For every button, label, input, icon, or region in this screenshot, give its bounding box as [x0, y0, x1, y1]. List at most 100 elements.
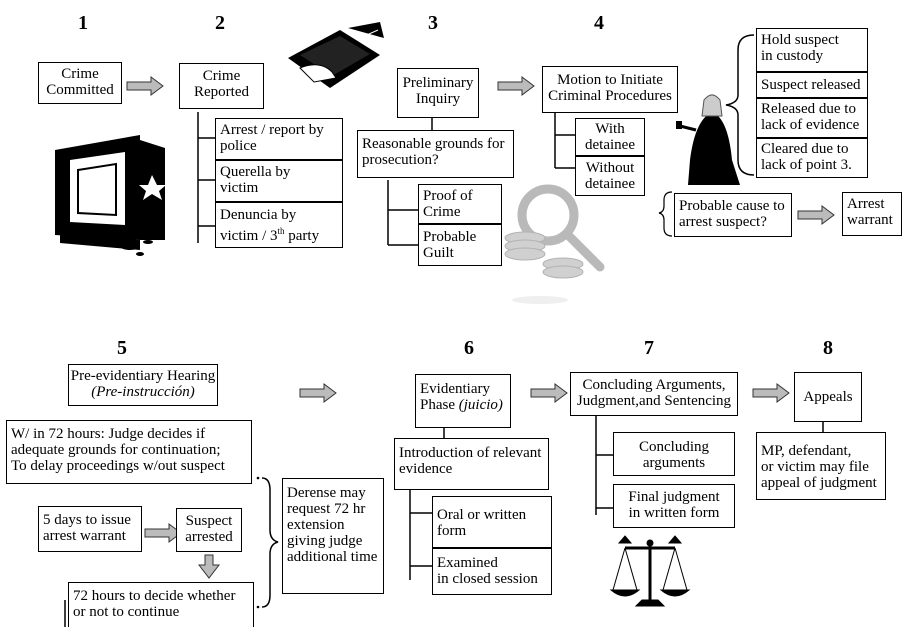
decide-continue-line1: 72 hours to decide whether — [73, 588, 236, 604]
flow-arrow-6-7 — [530, 383, 568, 403]
option-probable-guilt: Probable Guilt — [418, 224, 502, 266]
issue-warrant-line2: arrest warrant — [43, 528, 126, 544]
pre-evidentiary-line1: Pre-evidentiary Hearing — [70, 368, 216, 384]
option-without-line2: detainee — [585, 176, 635, 192]
probable-cause-box: Probable cause to arrest suspect? — [674, 193, 792, 237]
option-arrest-line1: Arrest / report by — [220, 122, 324, 138]
crime-committed-line1: Crime — [61, 66, 99, 82]
option-with-line2: detainee — [585, 137, 635, 153]
defense-line2: request 72 hr — [287, 501, 366, 517]
option-without-detainee: Without detainee — [575, 156, 645, 196]
option-guilt-line1: Probable — [423, 229, 477, 245]
flow-arrow-1-2 — [126, 76, 164, 96]
outcome-evidence-line2: lack of evidence — [761, 117, 860, 133]
outcome-cleared: Cleared due to lack of point 3. — [756, 138, 868, 178]
outcome-released-evidence: Released due to lack of evidence — [756, 98, 868, 138]
step-number-1: 1 — [78, 12, 88, 34]
flow-arrow-5-6 — [299, 383, 337, 403]
motion-initiate-line1: Motion to Initiate — [557, 72, 663, 88]
step-number-3: 3 — [428, 12, 438, 34]
option-arrest-report: Arrest / report by police — [215, 118, 343, 160]
step-number-4: 4 — [594, 12, 604, 34]
option-final-judgment: Final judgment in written form — [613, 484, 735, 528]
option-denuncia-line1: Denuncia by — [220, 207, 297, 223]
outcome-hold-line1: Hold suspect — [761, 32, 839, 48]
option-closed-session: Examined in closed session — [432, 548, 552, 595]
rule-line2: adequate grounds for continuation; — [11, 442, 221, 458]
scales-of-justice-icon — [609, 535, 691, 607]
decide-continue-box: 72 hours to decide whether or not to con… — [68, 582, 254, 627]
option-concluding-line2: arguments — [642, 455, 706, 471]
judge-icon — [676, 94, 740, 185]
broken-safe-icon — [55, 135, 166, 256]
outcome-evidence-line1: Released due to — [761, 101, 856, 117]
suspect-arrested-line1: Suspect — [185, 513, 233, 529]
option-concluding-arguments: Concluding arguments — [613, 432, 735, 476]
outcome-suspect-released: Suspect released — [756, 72, 868, 98]
option-querella: Querella by victim — [215, 160, 343, 202]
option-concluding-line1: Concluding — [639, 439, 709, 455]
decide-continue-line2: or not to continue — [73, 604, 180, 620]
option-proof-of-crime: Proof of Crime — [418, 184, 502, 224]
suspect-arrested-box: Suspect arrested — [176, 508, 242, 552]
option-closed-line2: in closed session — [437, 571, 538, 587]
step-number-8: 8 — [823, 337, 833, 359]
option-guilt-line2: Guilt — [423, 245, 454, 261]
option-final-line1: Final judgment — [628, 489, 720, 505]
option-oral-written: Oral or written form — [432, 496, 552, 548]
pre-evidentiary-hearing-box: Pre-evidentiary Hearing (Pre-instrucción… — [68, 364, 218, 406]
appeals-label: Appeals — [803, 389, 853, 405]
option-querella-line1: Querella by — [220, 164, 291, 180]
seventy-two-hour-rule-box: W/ in 72 hours: Judge decides if adequat… — [6, 420, 252, 484]
appeal-note-line3: appeal of judgment — [761, 475, 877, 491]
motion-initiate-box: Motion to Initiate Criminal Procedures — [542, 66, 678, 113]
option-without-line1: Without — [585, 160, 635, 176]
introduction-evidence-box: Introduction of relevant evidence — [394, 438, 549, 490]
outcome-released-line1: Suspect released — [761, 77, 861, 93]
appeal-note-line1: MP, defendant, — [761, 443, 852, 459]
probable-cause-line2: arrest suspect? — [679, 214, 767, 230]
reasonable-grounds-line2: prosecution? — [362, 152, 439, 168]
option-denuncia-line2: victim / 3th party — [220, 226, 320, 244]
reasonable-grounds-line1: Reasonable grounds for — [362, 136, 505, 152]
crime-reported-box: Crime Reported — [179, 63, 264, 109]
arrest-warrant-box: Arrest warrant — [842, 192, 902, 236]
outcome-hold-line2: in custody — [761, 48, 824, 64]
evidentiary-phase-box: Evidentiary Phase (juicio) — [415, 374, 511, 428]
concluding-title-line1: Concluding Arguments, — [582, 377, 726, 393]
introduction-line2: evidence — [399, 461, 453, 477]
preliminary-inquiry-line2: Inquiry — [415, 91, 461, 107]
outcome-cleared-line2: lack of point 3. — [761, 157, 852, 173]
step-number-7: 7 — [644, 337, 654, 359]
option-final-line2: in written form — [628, 505, 720, 521]
down-arrow-icon — [197, 554, 221, 579]
evidentiary-line1: Evidentiary — [420, 381, 490, 397]
option-proof-line1: Proof of — [423, 188, 473, 204]
introduction-line1: Introduction of relevant — [399, 445, 542, 461]
defense-line5: additional time — [287, 549, 378, 565]
issue-warrant-line1: 5 days to issue — [43, 512, 131, 528]
appeals-box: Appeals — [794, 372, 862, 422]
crime-reported-line2: Reported — [194, 84, 249, 100]
defense-extension-box: Derense may request 72 hr extension givi… — [282, 478, 384, 594]
appeal-note-line2: or victim may file — [761, 459, 869, 475]
flow-arrow-3-4 — [497, 76, 535, 96]
rule-line1: W/ in 72 hours: Judge decides if — [11, 426, 206, 442]
option-closed-line1: Examined — [437, 555, 498, 571]
suspect-arrested-line2: arrested — [185, 529, 233, 545]
crime-committed-line2: Committed — [46, 82, 114, 98]
issue-warrant-box: 5 days to issue arrest warrant — [38, 506, 142, 552]
outcome-hold-suspect: Hold suspect in custody — [756, 28, 868, 72]
step-number-2: 2 — [215, 12, 225, 34]
outcome-cleared-line1: Cleared due to — [761, 141, 849, 157]
flow-arrow-warrant — [797, 205, 835, 225]
preliminary-inquiry-line1: Preliminary — [402, 75, 474, 91]
probable-cause-line1: Probable cause to — [679, 198, 785, 214]
outcomes-brace — [725, 34, 755, 176]
appeal-note-box: MP, defendant, or victim may file appeal… — [756, 432, 886, 500]
concluding-arguments-box: Concluding Arguments, Judgment,and Sente… — [570, 372, 738, 416]
arrest-warrant-line1: Arrest — [847, 196, 885, 212]
crime-reported-line1: Crime — [202, 68, 241, 84]
option-oral-line2: form — [437, 523, 467, 539]
reasonable-grounds-box: Reasonable grounds for prosecution? — [357, 130, 514, 178]
